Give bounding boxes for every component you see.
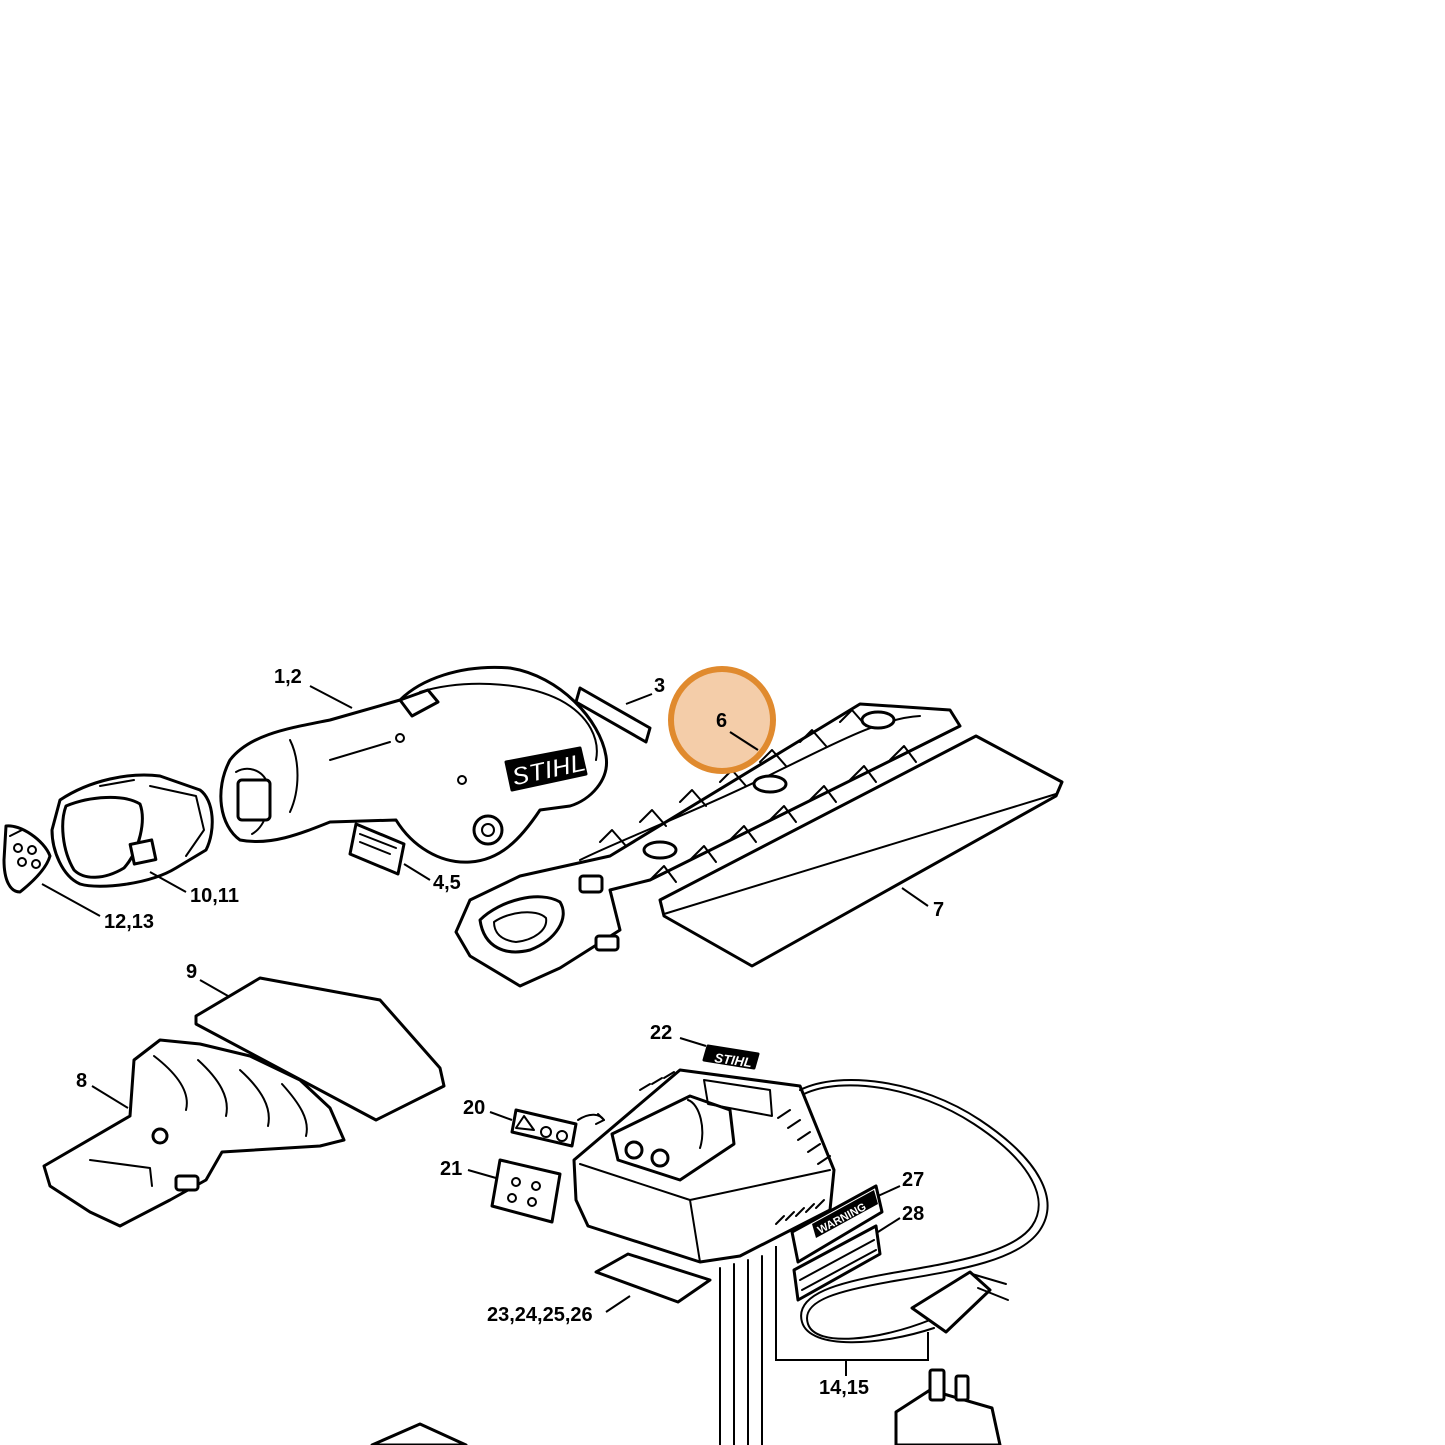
callout-20[interactable]: 20 (463, 1097, 485, 1119)
callout-27[interactable]: 27 (902, 1169, 924, 1191)
callout-3[interactable]: 3 (654, 675, 665, 697)
callout-23-26[interactable]: 23,24,25,26 (487, 1304, 593, 1326)
callout-8[interactable]: 8 (76, 1070, 87, 1092)
callout-1-2[interactable]: 1,2 (274, 666, 302, 688)
callout-10-11[interactable]: 10,11 (190, 885, 239, 907)
callout-14-15[interactable]: 14,15 (819, 1377, 869, 1399)
part-battery[interactable] (50, 773, 214, 888)
callout-6[interactable]: 6 (716, 710, 727, 732)
highlight-marker[interactable] (668, 666, 776, 774)
part-charger-decal[interactable]: STIHL (702, 1044, 760, 1070)
decal-text: STIHL (714, 1050, 753, 1070)
part-symbol-label[interactable] (510, 1108, 605, 1148)
part-hedge-blade[interactable] (454, 702, 962, 988)
callout-28[interactable]: 28 (902, 1203, 924, 1225)
callout-22[interactable]: 22 (650, 1022, 672, 1044)
part-label-28[interactable] (792, 1224, 882, 1302)
part-shear-blade[interactable] (42, 1038, 346, 1228)
callout-labels: 1,2 3 6 4,5 10,11 12,13 7 9 8 22 20 21 2… (76, 666, 944, 1399)
part-warning-label[interactable]: WARNING (790, 1184, 884, 1264)
callout-4-5[interactable]: 4,5 (433, 872, 461, 894)
part-motor-housing[interactable]: STIHL (219, 665, 608, 864)
part-bottom-partial[interactable] (370, 1422, 468, 1445)
callout-7[interactable]: 7 (933, 899, 944, 921)
part-plug-adapter[interactable] (894, 1368, 1002, 1445)
callout-9[interactable]: 9 (186, 961, 197, 983)
part-strip[interactable] (574, 686, 652, 744)
callout-21[interactable]: 21 (440, 1158, 462, 1180)
callout-12-13[interactable]: 12,13 (104, 911, 154, 933)
part-shear-cover[interactable] (194, 976, 446, 1122)
part-rating-plate[interactable] (348, 822, 406, 876)
bracket-14-15 (775, 1246, 929, 1361)
part-bottom-label[interactable] (594, 1252, 712, 1304)
part-battery-label[interactable] (2, 824, 52, 894)
part-charger[interactable] (572, 1068, 1049, 1445)
part-info-label[interactable] (490, 1158, 562, 1224)
part-blade-cover[interactable] (658, 734, 1064, 968)
